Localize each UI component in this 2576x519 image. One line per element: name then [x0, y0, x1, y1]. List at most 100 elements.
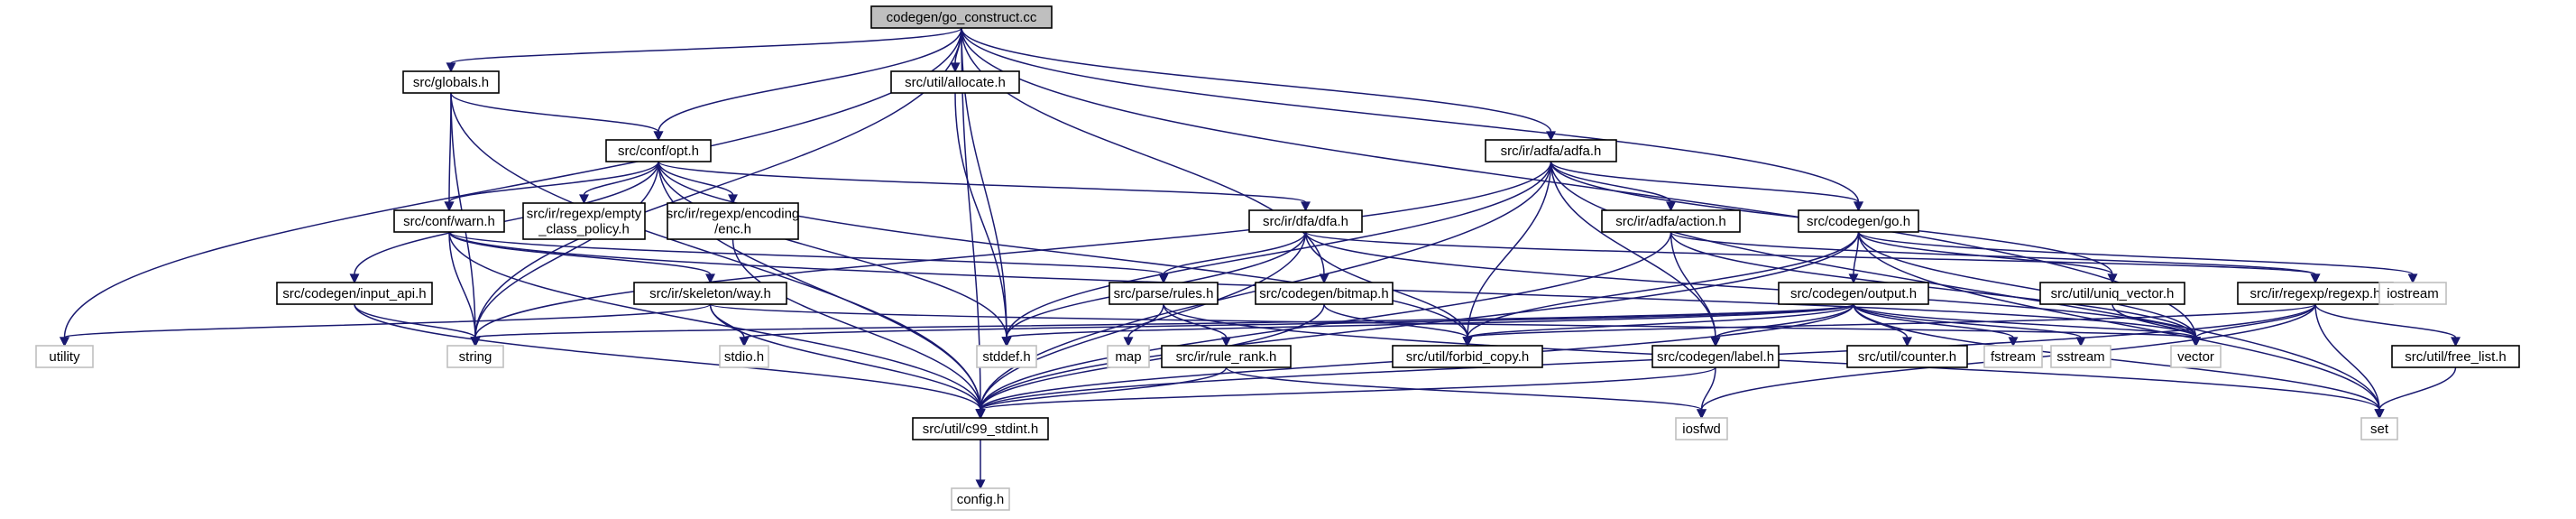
edge-line — [1550, 161, 1860, 203]
node-box — [1675, 417, 1728, 440]
node-box — [1651, 345, 1780, 368]
node-iostream[interactable]: iostream — [2378, 282, 2447, 305]
node-regexp[interactable]: src/ir/regexp/regexp.h — [2237, 282, 2394, 305]
edge-c99-to-config — [975, 440, 986, 490]
edge-line — [2194, 303, 2316, 338]
arrowhead — [2374, 409, 2385, 420]
node-label: src/ir/regexp/encoding — [667, 207, 800, 222]
node-opt[interactable]: src/conf/opt.h — [605, 139, 712, 162]
node-map[interactable]: map — [1107, 345, 1150, 368]
node-counter[interactable]: src/util/counter.h — [1846, 345, 1968, 368]
node-config[interactable]: config.h — [951, 487, 1010, 511]
edge-line — [474, 161, 1552, 338]
node-string[interactable]: string — [446, 345, 504, 368]
edge-output-to-string — [470, 303, 1854, 348]
node-label: _class_policy.h — [538, 222, 630, 237]
node-allocate[interactable]: src/util/allocate.h — [890, 70, 1020, 94]
arrowhead — [470, 337, 481, 348]
edge-rule_rank-to-c99 — [975, 366, 1228, 420]
node-way[interactable]: src/ir/skeleton/way.h — [633, 282, 787, 305]
node-box — [1778, 282, 1929, 305]
edge-output-to-stddef — [1001, 303, 1854, 348]
node-sstream[interactable]: sstream — [2050, 345, 2111, 368]
node-label: src/ir/adfa/action.h — [1615, 214, 1726, 229]
node-box — [1485, 139, 1617, 162]
edge-regexp-to-forbid — [1462, 303, 2316, 348]
node-stdio[interactable]: stdio.h — [719, 345, 769, 368]
node-box — [1107, 345, 1150, 368]
node-action[interactable]: src/ir/adfa/action.h — [1601, 209, 1741, 233]
edge-line — [743, 303, 1854, 338]
node-c99[interactable]: src/util/c99_stdint.h — [912, 417, 1049, 440]
node-uniq[interactable]: src/util/uniq_vector.h — [2039, 282, 2185, 305]
edge-action-to-regexp — [1670, 231, 2321, 284]
node-set[interactable]: set — [2360, 417, 2398, 440]
node-input_api[interactable]: src/codegen/input_api.h — [276, 282, 433, 305]
node-label: src/util/free_list.h — [2405, 349, 2507, 365]
edge-line — [1857, 231, 2113, 275]
node-go[interactable]: src/codegen/go.h — [1798, 209, 1919, 233]
node-label: stdio.h — [724, 349, 764, 365]
edge-line — [450, 27, 962, 64]
node-label: stddef.h — [982, 349, 1030, 365]
edge-regexp-to-set — [2314, 303, 2385, 420]
node-root[interactable]: codegen/go_construct.cc — [870, 5, 1053, 29]
node-box — [1798, 209, 1919, 233]
node-stddef[interactable]: stddef.h — [976, 345, 1037, 368]
node-box — [1601, 209, 1741, 233]
node-adfa[interactable]: src/ir/adfa/adfa.h — [1485, 139, 1617, 162]
edge-line — [1670, 231, 1716, 338]
edge-line — [63, 303, 712, 338]
arrowhead — [1462, 337, 1473, 348]
node-box — [890, 70, 1020, 94]
arrowhead — [950, 62, 961, 73]
node-box — [522, 202, 646, 240]
arrowhead — [1221, 337, 1231, 348]
node-output[interactable]: src/codegen/output.h — [1778, 282, 1929, 305]
edge-label-to-c99 — [975, 366, 1716, 420]
edge-line — [658, 27, 962, 133]
node-vector[interactable]: vector — [2170, 345, 2222, 368]
node-label[interactable]: src/codegen/label.h — [1651, 345, 1780, 368]
edge-line — [980, 303, 2316, 411]
edge-line — [658, 161, 734, 196]
node-empty[interactable]: src/ir/regexp/empty_class_policy.h — [522, 202, 646, 240]
node-box — [402, 70, 500, 94]
arrowhead — [579, 194, 589, 205]
node-utility[interactable]: utility — [35, 345, 94, 368]
arrowhead — [2107, 273, 2118, 284]
edge-line — [709, 303, 745, 338]
node-globals[interactable]: src/globals.h — [402, 70, 500, 94]
node-dfa[interactable]: src/ir/dfa/dfa.h — [1248, 209, 1363, 233]
node-bitmap[interactable]: src/codegen/bitmap.h — [1255, 282, 1394, 305]
edge-line — [1163, 231, 1307, 275]
edge-line — [2314, 303, 2457, 338]
node-rule_rank[interactable]: src/ir/rule_rank.h — [1161, 345, 1292, 368]
arrowhead — [2310, 273, 2321, 284]
arrowhead — [349, 273, 360, 284]
node-enc[interactable]: src/ir/regexp/encoding/enc.h — [667, 202, 800, 240]
node-label: src/codegen/go.h — [1807, 214, 1910, 229]
node-iosfwd[interactable]: iosfwd — [1675, 417, 1728, 440]
node-fstream[interactable]: fstream — [1983, 345, 2043, 368]
edge-line — [2111, 303, 2197, 338]
edge-line — [1853, 303, 2197, 338]
edge-line — [1550, 161, 1672, 203]
edge-output-to-stdio — [739, 303, 1854, 348]
edge-line — [354, 303, 476, 338]
node-forbid[interactable]: src/util/forbid_copy.h — [1392, 345, 1543, 368]
edge-line — [448, 231, 1164, 275]
node-label: src/conf/opt.h — [618, 144, 699, 159]
node-warn[interactable]: src/conf/warn.h — [393, 209, 505, 233]
arrowhead — [1158, 273, 1169, 284]
node-free_list[interactable]: src/util/free_list.h — [2391, 345, 2520, 368]
node-box — [393, 209, 505, 233]
edge-root-to-adfa — [961, 27, 1556, 142]
edge-opt-to-input_api — [349, 161, 659, 284]
edge-go-to-iostream — [1857, 231, 2418, 284]
node-parse[interactable]: src/parse/rules.h — [1109, 282, 1219, 305]
arrowhead — [705, 273, 715, 284]
edge-root-to-utility — [60, 27, 962, 348]
edge-line — [1853, 303, 2082, 338]
node-box — [1846, 345, 1968, 368]
